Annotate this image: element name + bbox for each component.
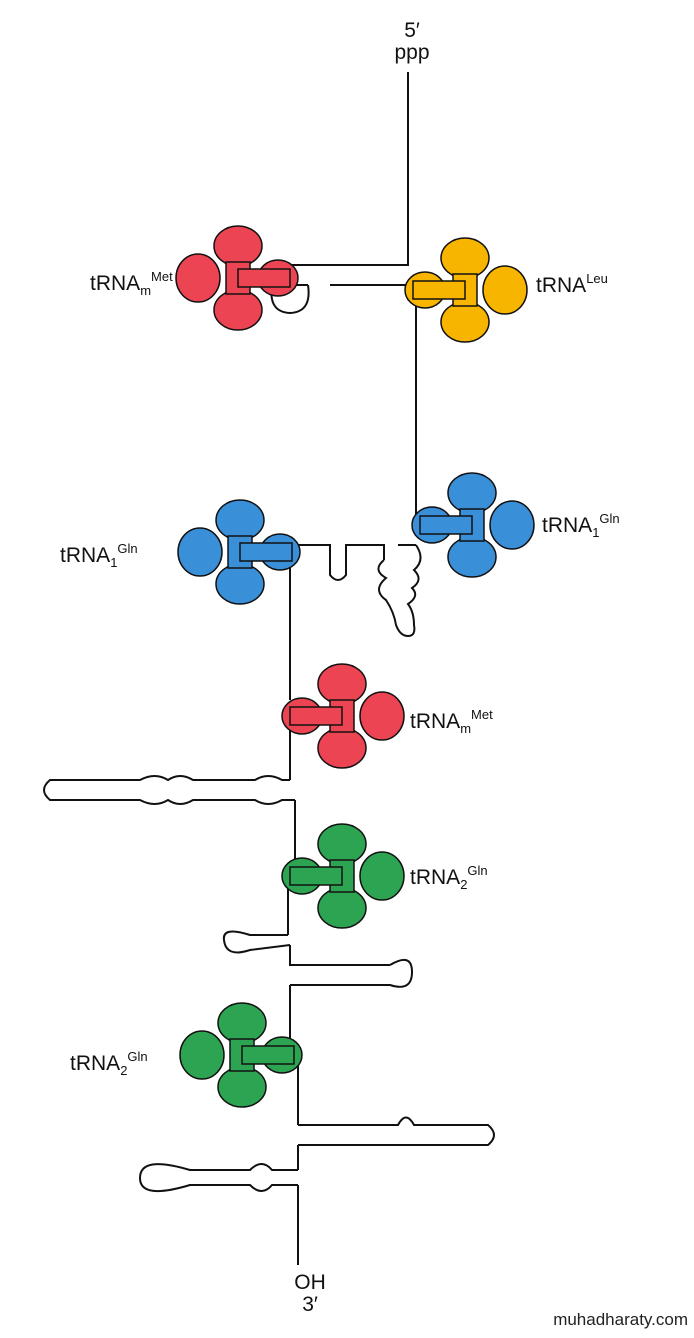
trna-cloverleaf-leu bbox=[404, 237, 528, 343]
stem-loop-cluster bbox=[377, 544, 422, 638]
trna-cloverleaf-met-top bbox=[175, 225, 299, 331]
three-prime-end-label: OH 3′ bbox=[294, 1271, 326, 1317]
trna-cloverleaf-met-mid bbox=[281, 663, 405, 769]
five-prime-end-label: 5′ ppp bbox=[394, 19, 430, 65]
watermark: muhadharaty.com bbox=[553, 1310, 688, 1329]
hairpin-left-long bbox=[43, 775, 295, 805]
hairpin-round-left bbox=[222, 930, 291, 954]
trna-cloverleaf-gln2-lower bbox=[179, 1002, 303, 1108]
label-trna-gln2-lower: tRNA2Gln bbox=[70, 1049, 148, 1078]
label-trna-gln1-right: tRNA1Gln bbox=[542, 511, 620, 540]
label-trna-met-mid: tRNAmMet bbox=[410, 707, 493, 736]
trna-cloverleaf-gln1-right bbox=[411, 472, 535, 578]
bulge-loop-top bbox=[270, 284, 310, 315]
hairpin-round-right bbox=[290, 958, 414, 988]
label-trna-leu: tRNALeu bbox=[536, 271, 608, 297]
hairpin-bottom-left bbox=[138, 1163, 298, 1193]
label-trna-gln2-upper: tRNA2Gln bbox=[410, 863, 488, 892]
label-trna-gln1-left: tRNA1Gln bbox=[60, 541, 138, 570]
trna-cloverleaf-gln1-left bbox=[177, 499, 301, 605]
hairpin-right-long bbox=[298, 1116, 495, 1146]
trna-cloverleaf-gln2-upper bbox=[281, 823, 405, 929]
label-trna-met-top: tRNAmMet bbox=[90, 269, 173, 298]
